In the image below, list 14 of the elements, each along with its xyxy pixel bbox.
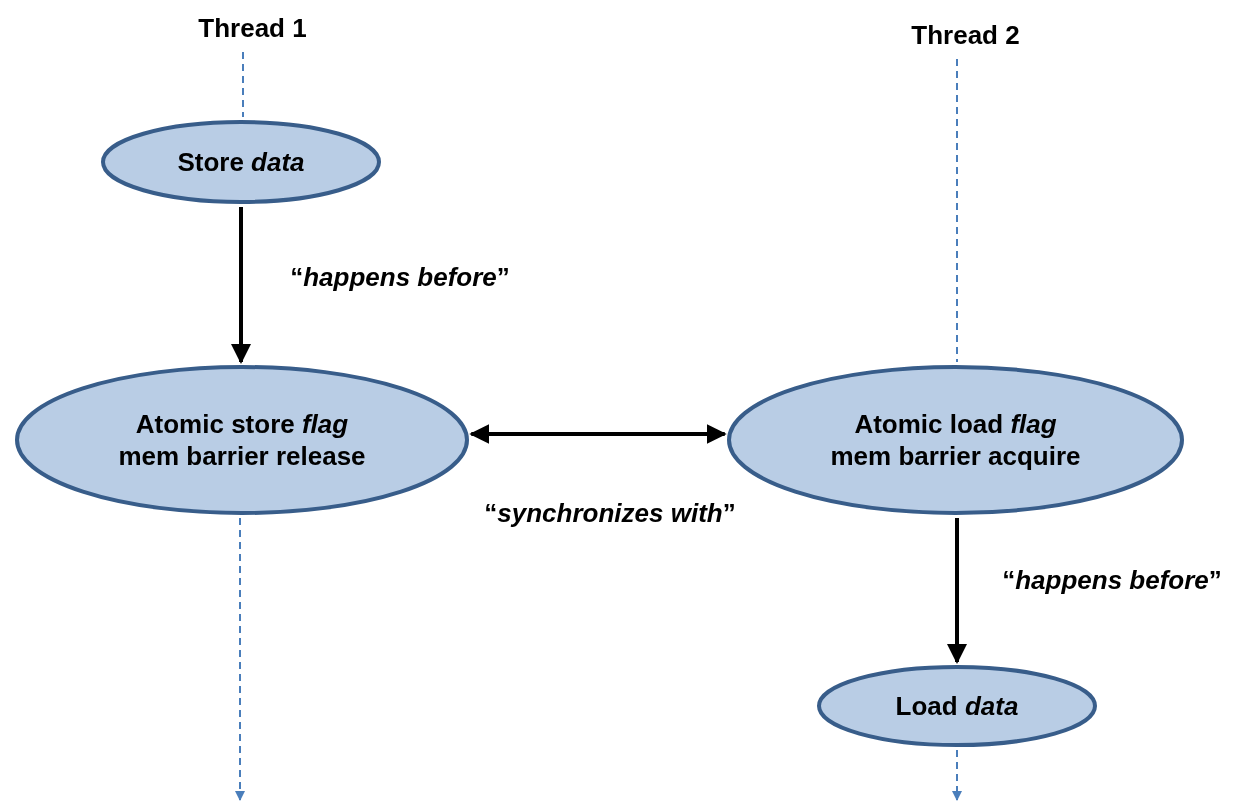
dashed-timeline-arrow xyxy=(235,517,245,801)
dashed-timeline-arrow xyxy=(952,749,962,801)
thread-label: Thread 2 xyxy=(911,18,1020,52)
arrow xyxy=(947,518,967,664)
thread-label: Thread 1 xyxy=(198,11,307,45)
node-text: Store data xyxy=(177,145,305,179)
node-text: Atomic store flag mem barrier release xyxy=(117,407,367,473)
node-text: Load data xyxy=(895,689,1019,723)
ellipse-node xyxy=(817,665,1097,747)
arrow xyxy=(231,207,251,364)
node-text: Atomic load flag mem barrier acquire xyxy=(829,407,1082,473)
ellipse-node xyxy=(15,365,469,515)
arrow xyxy=(469,424,727,444)
ellipse-node xyxy=(101,120,381,204)
